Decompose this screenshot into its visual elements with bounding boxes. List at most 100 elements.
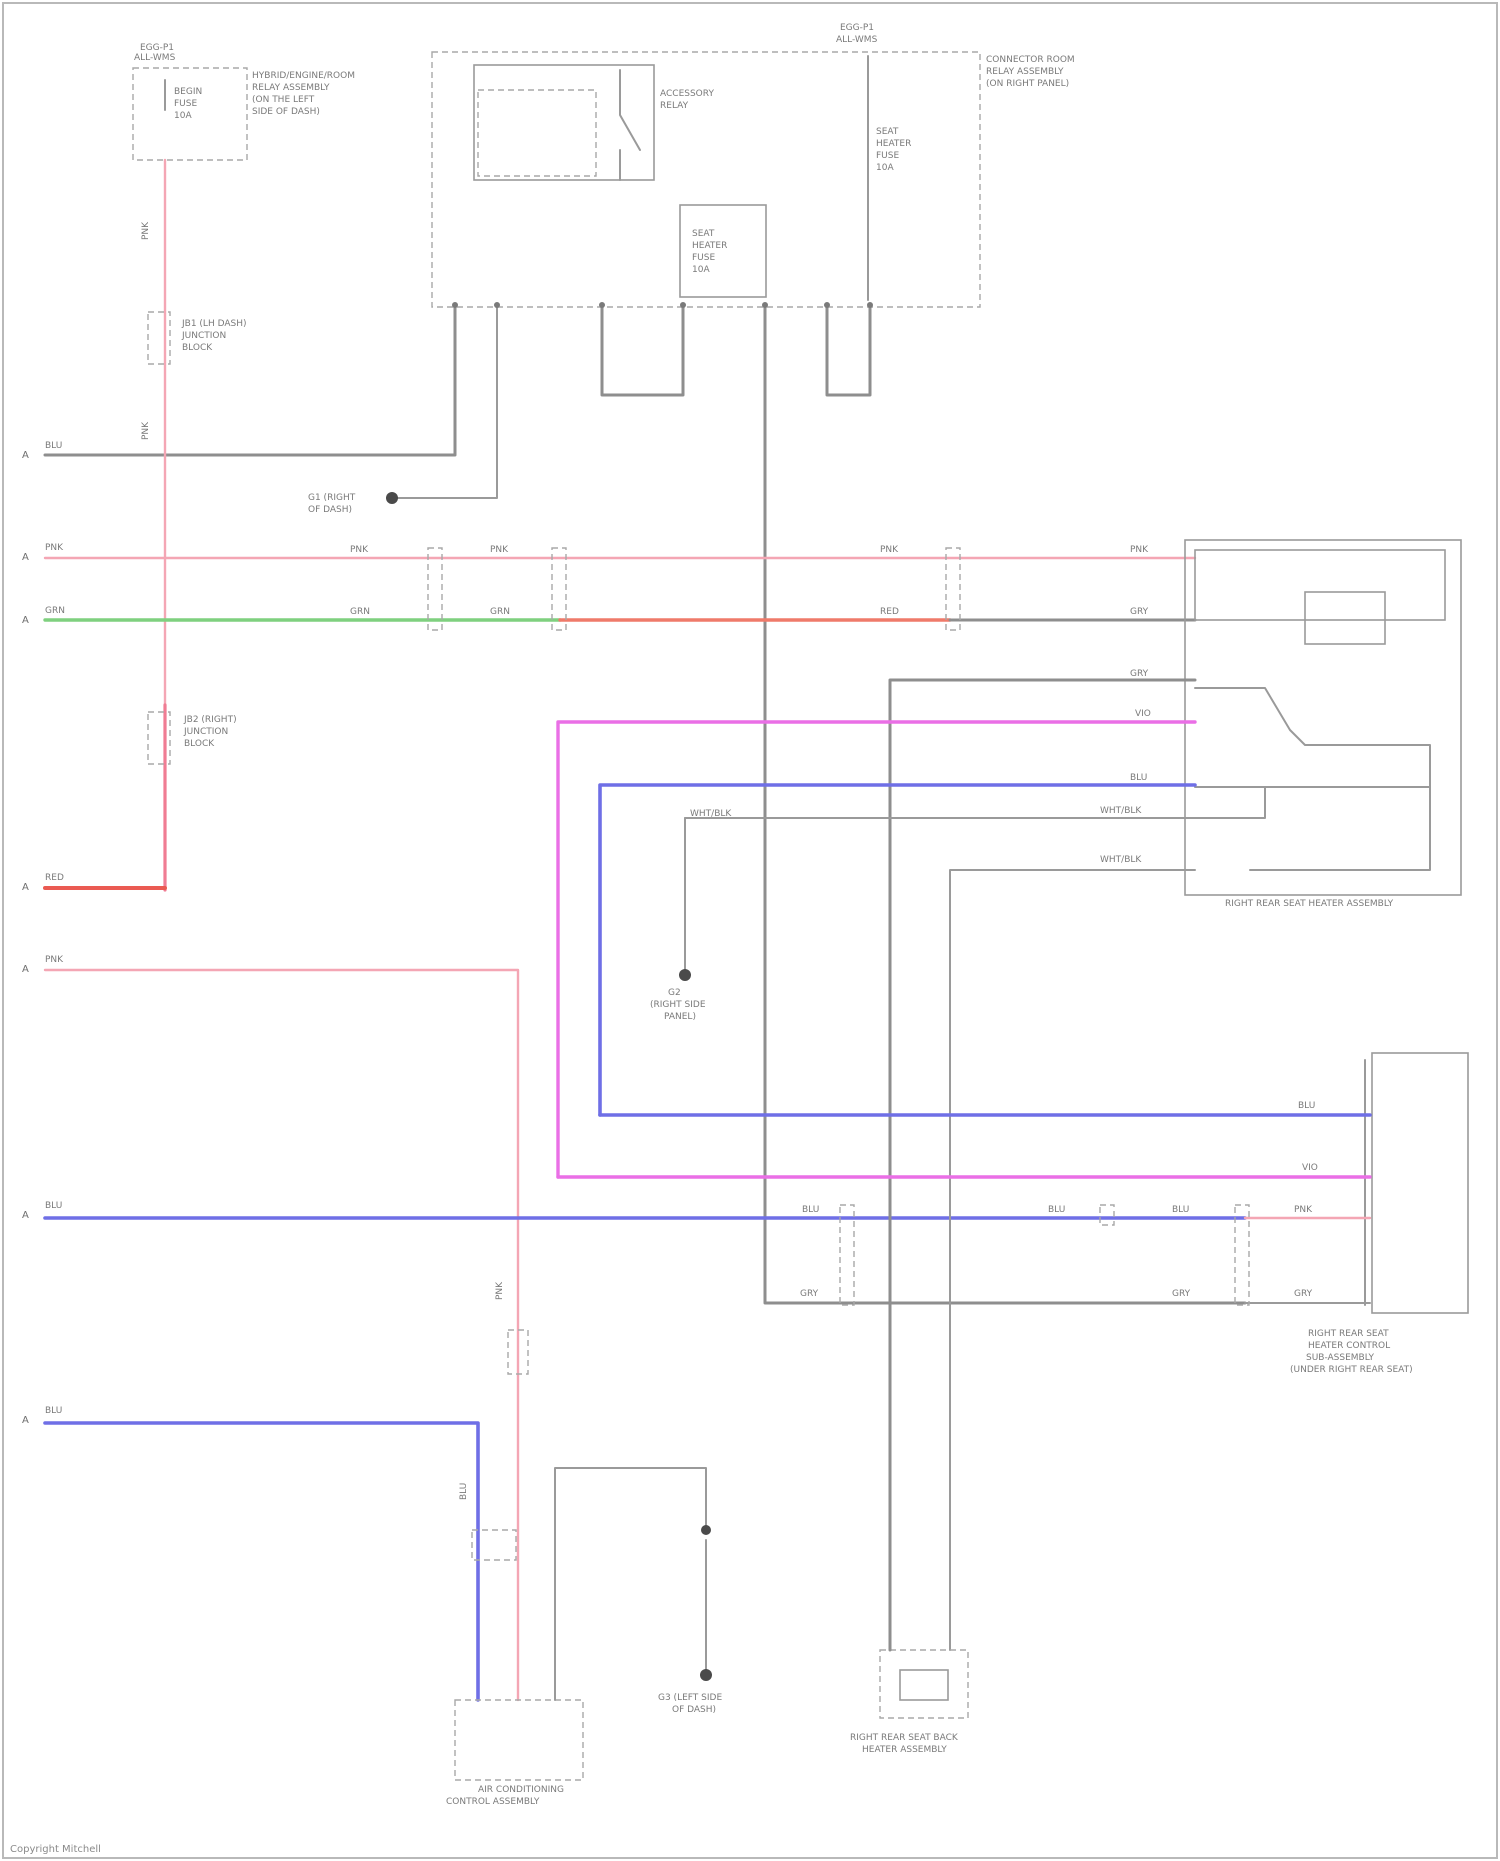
- row-1-letter: A: [22, 450, 29, 461]
- wire-gry-heater-feed: [890, 680, 1195, 1303]
- row-6-letter: A: [22, 1210, 29, 1221]
- seat-back-heater-box: [880, 1650, 968, 1718]
- junction-jb2: [148, 712, 170, 764]
- row-4-color: RED: [45, 873, 64, 883]
- connector-c2: [552, 548, 566, 630]
- connector-c4: [840, 1205, 854, 1305]
- seat-heater-element-frame: [1195, 550, 1445, 620]
- control-subassembly-box: [1372, 1053, 1468, 1313]
- relay-box-title-1: EGG-P1: [840, 23, 874, 33]
- relay-box: EGG-P1 ALL-WMS CONNECTOR ROOM RELAY ASSE…: [432, 23, 1075, 307]
- seat-heater-assembly: RIGHT REAR SEAT HEATER ASSEMBLY: [1185, 540, 1461, 909]
- relay-label-1: ACCESSORY: [660, 89, 714, 99]
- wire-gry-loop-2: [827, 305, 870, 395]
- row6-connectors: BLU BLU BLU GRY GRY: [800, 1205, 1249, 1305]
- relay-inner-box: [474, 65, 654, 180]
- heater-bottom-label-2: HEATER ASSEMBLY: [862, 1745, 947, 1755]
- seat-fuse2-label-1: SEAT: [876, 127, 899, 137]
- heater-internal-line-2: [1195, 787, 1265, 818]
- row-2-letter: A: [22, 552, 29, 563]
- row-7-color: BLU: [45, 1406, 62, 1416]
- row-3-color: GRN: [45, 606, 65, 616]
- fuse-left-desc-3: (ON THE LEFT: [252, 95, 315, 105]
- heater-control-subassembly: BLU VIO PNK GRY RIGHT REAR SEAT HEATER C…: [558, 1053, 1468, 1375]
- wire-wht-blk-ground: [392, 305, 497, 498]
- seat-fuse-label-1: SEAT: [692, 229, 715, 239]
- row-3-letter: A: [22, 615, 29, 626]
- diagram-frame: [3, 3, 1497, 1858]
- relay-box-title-2: ALL-WMS: [836, 35, 878, 45]
- ground-g1-label-2: OF DASH): [308, 505, 352, 515]
- seat-fuse2-label-2: HEATER: [876, 139, 911, 149]
- wire-pnk-row-5: [45, 970, 518, 1700]
- wire-vio-heater: [558, 722, 1195, 1177]
- wire-gry-loop-1: [602, 305, 683, 395]
- module-right-label-2: HEATER CONTROL: [1308, 1341, 1390, 1351]
- fuse-left-desc-1: HYBRID/ENGINE/ROOM: [252, 71, 355, 81]
- row3-wire-label-3: RED: [880, 607, 899, 617]
- heater-wire-label-wht-3: WHT/BLK: [690, 809, 732, 819]
- heater-wire-label-wht: WHT/BLK: [1100, 806, 1142, 816]
- left-feed-wire-label: PNK: [141, 221, 151, 240]
- module-right-label-1: RIGHT REAR SEAT: [1308, 1329, 1389, 1339]
- ground-g2-dot: [679, 969, 691, 981]
- ground-g2-label-1: G2: [668, 988, 681, 998]
- wire-gry-vertical-main: [765, 305, 1245, 1303]
- fuse-left-desc-2: RELAY ASSEMBLY: [252, 83, 330, 93]
- seat-back-heater-element: [900, 1670, 948, 1700]
- control-wire-label-pnk: PNK: [1294, 1205, 1313, 1215]
- jb2-label-1: JB2 (RIGHT): [183, 715, 237, 725]
- fuse-left-label-1: BEGIN: [174, 87, 202, 97]
- heater-wire-label-gry: GRY: [1130, 669, 1149, 679]
- wire-wht-blk-ac-ground: [555, 1468, 706, 1700]
- relay-box-wires: G1 (RIGHT OF DASH): [45, 302, 1245, 1303]
- fuse-left-desc-4: SIDE OF DASH): [252, 107, 320, 117]
- relay-switch: [620, 70, 640, 180]
- module-right-label-4: (UNDER RIGHT REAR SEAT): [1290, 1365, 1413, 1375]
- left-feed-wire-label-2: PNK: [141, 421, 151, 440]
- assembly-right-label: RIGHT REAR SEAT HEATER ASSEMBLY: [1225, 899, 1394, 909]
- row3-wire-label-4: GRY: [1130, 607, 1149, 617]
- seat-heater-element: [1305, 592, 1385, 644]
- jb1-label-3: BLOCK: [182, 343, 213, 353]
- seat-heater-assembly-box: [1185, 540, 1461, 895]
- row6b-wire-label-2: GRY: [1172, 1289, 1191, 1299]
- row3-wire-label-2: GRN: [490, 607, 510, 617]
- row-4-letter: A: [22, 882, 29, 893]
- row-5-color: PNK: [45, 955, 64, 965]
- connector-c6: [1235, 1205, 1249, 1305]
- heater-wire-label-wht-2: WHT/BLK: [1100, 855, 1142, 865]
- row2-wire-label-2: PNK: [490, 545, 509, 555]
- row-7-letter: A: [22, 1415, 29, 1426]
- jb2-label-2: JUNCTION: [183, 727, 228, 737]
- row-5-letter: A: [22, 964, 29, 975]
- relay-coil-box: [478, 90, 596, 176]
- seat-fuse2-label-3: FUSE: [876, 151, 899, 161]
- left-feed: JB1 (LH DASH) JUNCTION BLOCK JB2 (RIGHT)…: [141, 160, 247, 890]
- ground-g3-dot: [700, 1669, 712, 1681]
- relay-box-desc-3: (ON RIGHT PANEL): [986, 79, 1069, 89]
- row6b-wire-label-1: GRY: [800, 1289, 819, 1299]
- connector-c1: [428, 548, 442, 630]
- connector-c5: [1100, 1205, 1114, 1225]
- heater-wire-label-blu: BLU: [1130, 773, 1147, 783]
- ground-g1-label-1: G1 (RIGHT: [308, 493, 356, 503]
- ac-wire-label-pnk: PNK: [495, 1281, 505, 1300]
- control-wire-label-vio: VIO: [1302, 1163, 1318, 1173]
- jb2-label-3: BLOCK: [184, 739, 215, 749]
- connector-c3: [946, 548, 960, 630]
- junction-jb1: [148, 312, 170, 364]
- seat-heater-fuse-box: [680, 205, 766, 297]
- ground-g3-label-2: OF DASH): [672, 1705, 716, 1715]
- row2-wire-label-3: PNK: [880, 545, 899, 555]
- relay-box-desc-1: CONNECTOR ROOM: [986, 55, 1075, 65]
- heater-feed-wires: G2 (RIGHT SIDE PANEL) GRY VIO BLU WHT/BL…: [558, 669, 1195, 1650]
- wire-wht-blk-heater-2: [950, 870, 1195, 1650]
- ac-control-label-2: CONTROL ASSEMBLY: [446, 1797, 540, 1807]
- row2-wire-label-1: PNK: [350, 545, 369, 555]
- row2-wire-label-4: PNK: [1130, 545, 1149, 555]
- ground-g3-upper-dot: [701, 1525, 711, 1535]
- fuse-left-title-2: ALL-WMS: [134, 53, 176, 63]
- seat-fuse-label-4: 10A: [692, 265, 710, 275]
